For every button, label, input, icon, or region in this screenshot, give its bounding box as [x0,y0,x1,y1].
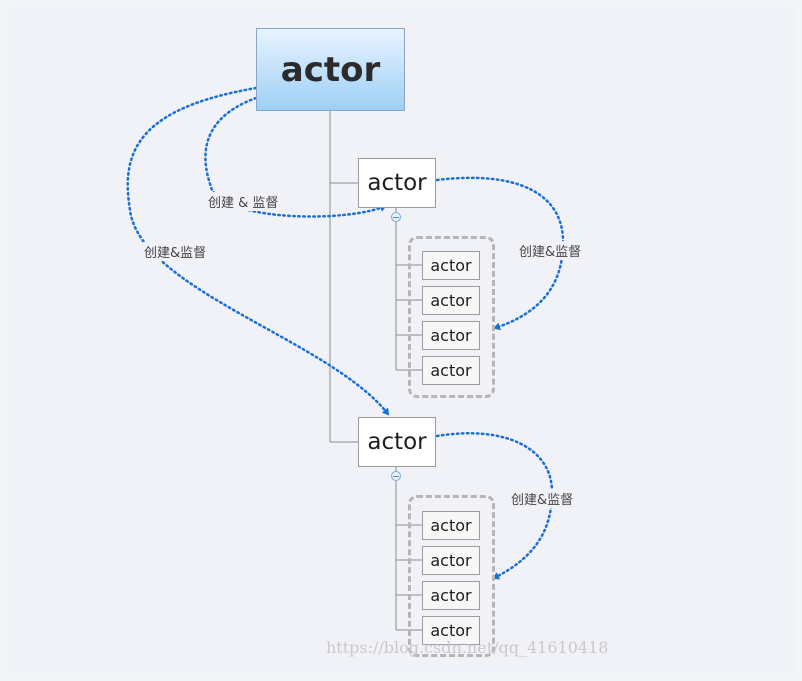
leaf-actor-node: actor [422,286,480,315]
leaf-actor-label: actor [430,326,472,345]
leaf-group-box-1 [408,236,495,398]
arrow-child-1-to-group [435,176,565,331]
arrow-root-to-child-2 [126,86,390,416]
child-actor-node-1: actor [358,158,436,208]
child-actor-label: actor [367,170,427,196]
arrow-root-to-child-1 [204,96,387,218]
leaf-actor-label: actor [430,621,472,640]
relationship-arrows [126,86,565,580]
leaf-actor-node: actor [422,616,480,645]
leaf-actor-label: actor [430,291,472,310]
leaf-actor-node: actor [422,511,480,540]
leaf-actor-node: actor [422,251,480,280]
edge-label-root-child-2: 创建&监督 [143,242,208,261]
child-actor-node-2: actor [358,417,436,467]
edge-label-child-2-group: 创建&监督 [510,489,575,508]
leaf-actor-label: actor [430,586,472,605]
child-actor-label: actor [367,429,427,455]
leaf-actor-node: actor [422,321,480,350]
leaf-actor-node: actor [422,356,480,385]
edge-label-root-child-1: 创建 & 监督 [207,192,280,211]
leaf-actor-node: actor [422,546,480,575]
leaf-actor-label: actor [430,256,472,275]
root-actor-label: actor [280,49,381,90]
edge-label-child-1-group: 创建&监督 [518,241,583,260]
watermark-text: https://blog.csdn.net/qq_41610418 [326,638,609,657]
collapse-icon[interactable] [391,212,401,222]
leaf-actor-label: actor [430,361,472,380]
leaf-actor-node: actor [422,581,480,610]
diagram-panel [8,8,794,673]
root-actor-node: actor [256,28,405,111]
leaf-actor-label: actor [430,551,472,570]
leaf-actor-label: actor [430,516,472,535]
leaf-group-box-2 [408,495,495,657]
collapse-icon[interactable] [391,471,401,481]
